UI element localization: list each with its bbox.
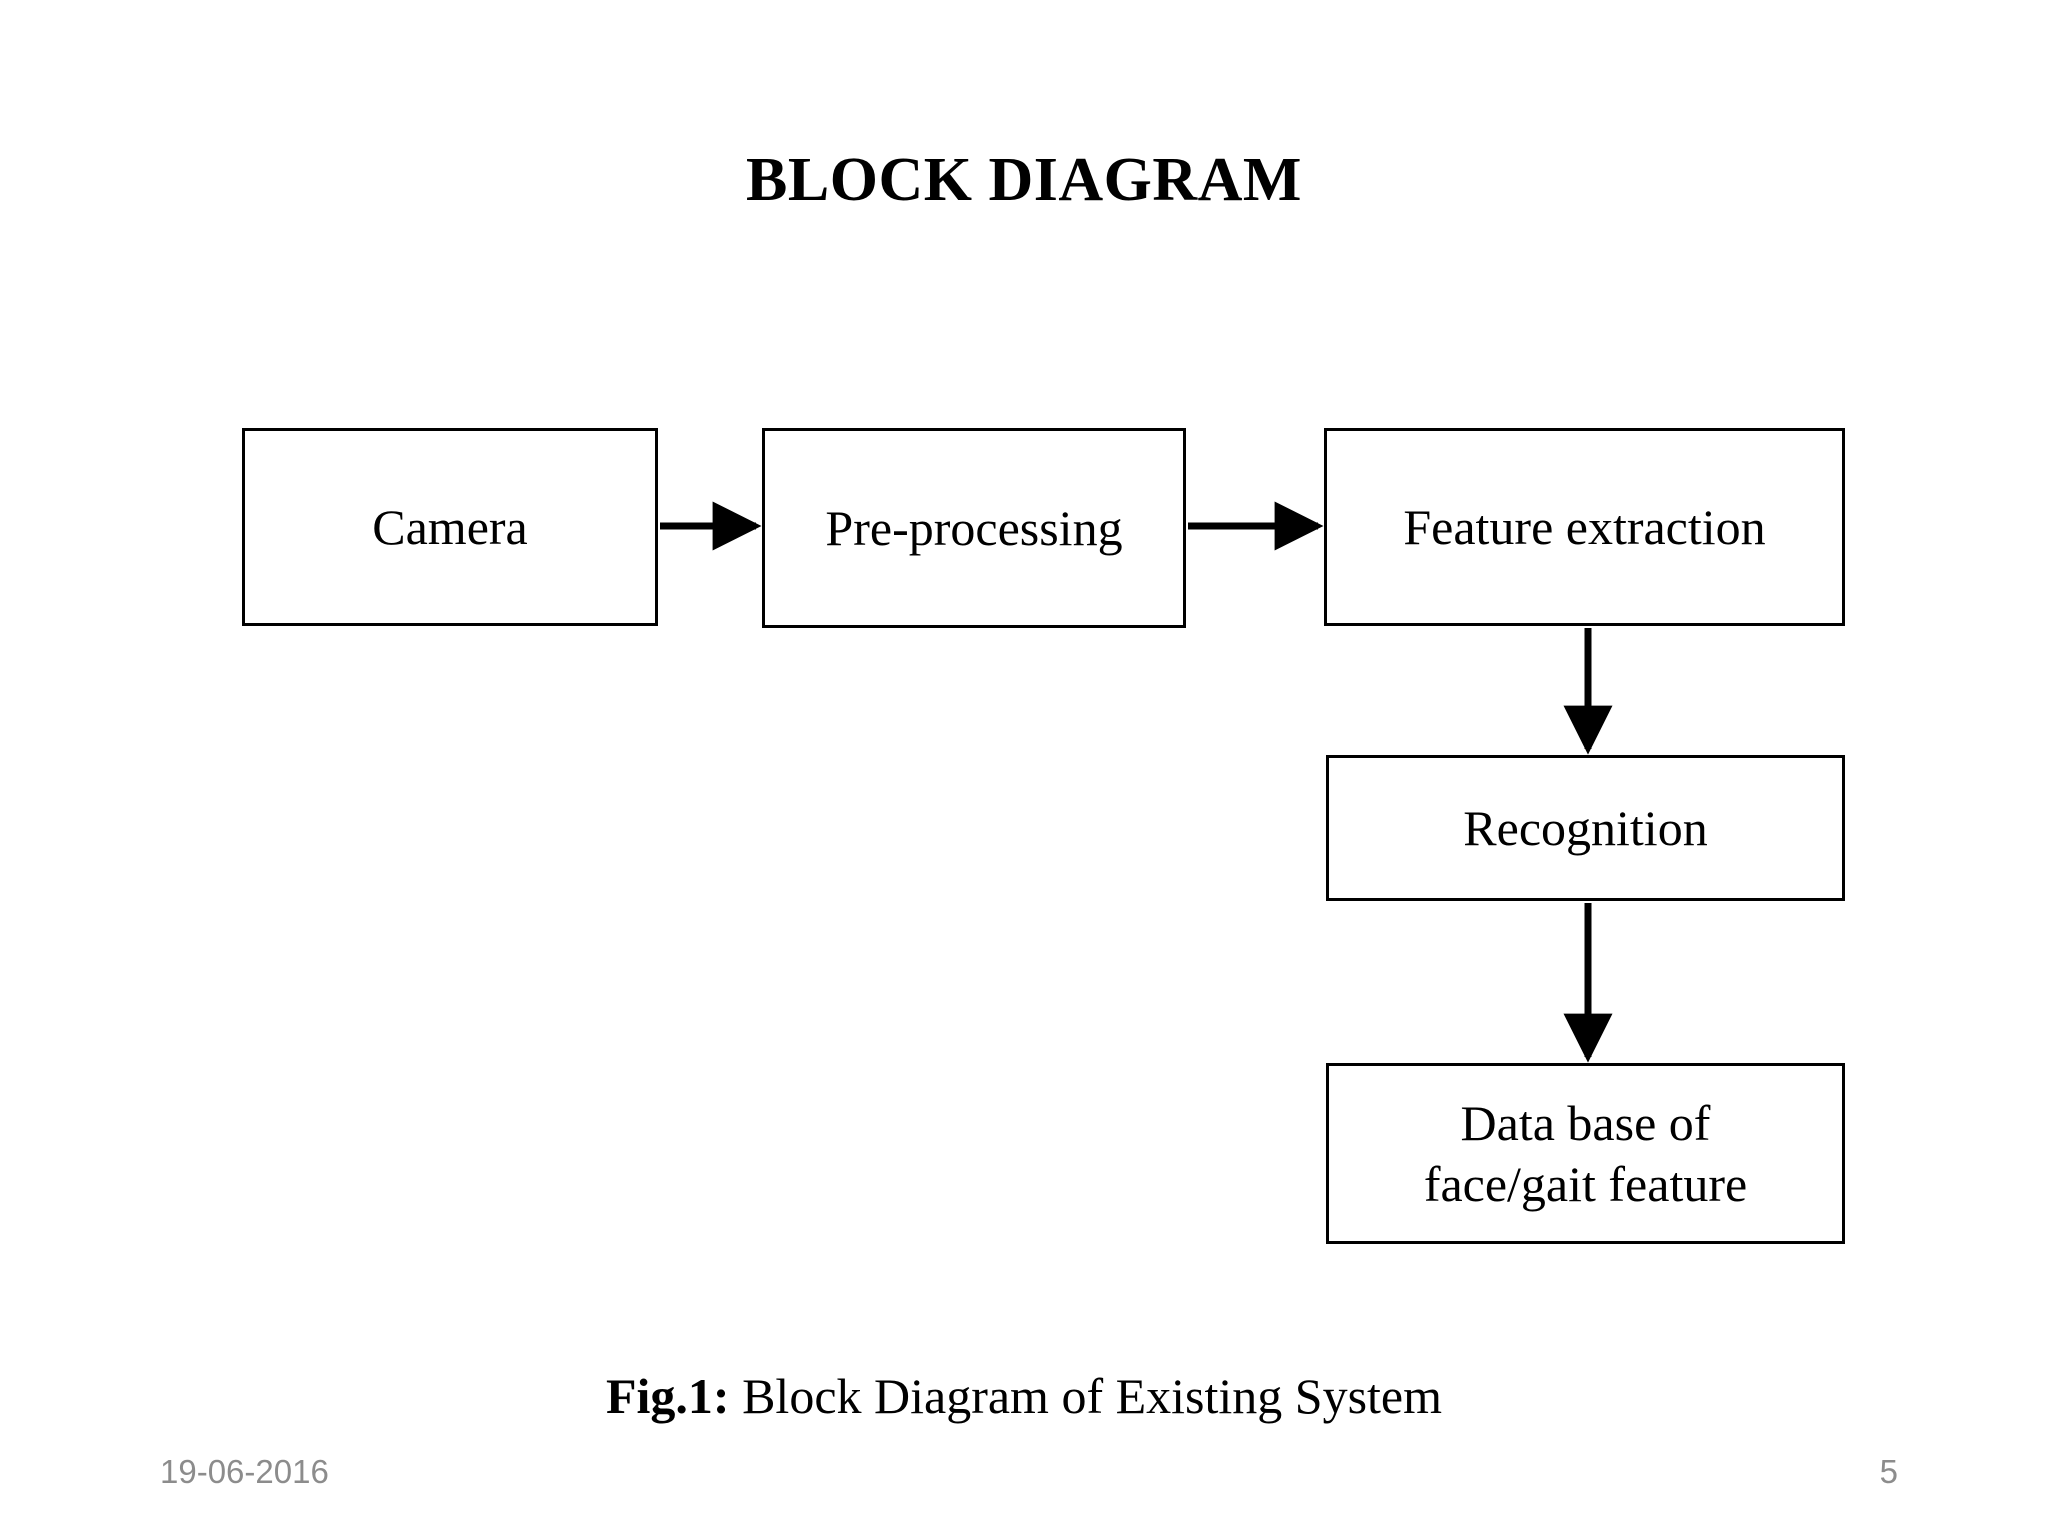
block-node-database-label: Data base of face/gait feature <box>1423 1094 1748 1212</box>
figure-caption: Fig.1: Block Diagram of Existing System <box>0 1366 2048 1426</box>
figure-caption-prefix: Fig.1: <box>605 1368 730 1424</box>
block-node-recognition-label: Recognition <box>1463 799 1708 856</box>
block-node-camera-label: Camera <box>372 498 528 555</box>
block-node-feature-extraction-label: Feature extraction <box>1403 498 1766 555</box>
block-node-camera[interactable]: Camera <box>242 428 658 626</box>
page-title: BLOCK DIAGRAM <box>746 146 1302 214</box>
block-node-preprocessing[interactable]: Pre-processing <box>762 428 1186 628</box>
footer-date: 19-06-2016 <box>160 1453 329 1490</box>
block-node-database[interactable]: Data base of face/gait feature <box>1326 1063 1845 1244</box>
figure-caption-text: Block Diagram of Existing System <box>729 1368 1443 1424</box>
block-node-feature-extraction[interactable]: Feature extraction <box>1324 428 1845 626</box>
block-node-preprocessing-label: Pre-processing <box>825 499 1123 556</box>
block-node-recognition[interactable]: Recognition <box>1326 755 1845 901</box>
footer-page-number: 5 <box>1879 1453 1898 1490</box>
